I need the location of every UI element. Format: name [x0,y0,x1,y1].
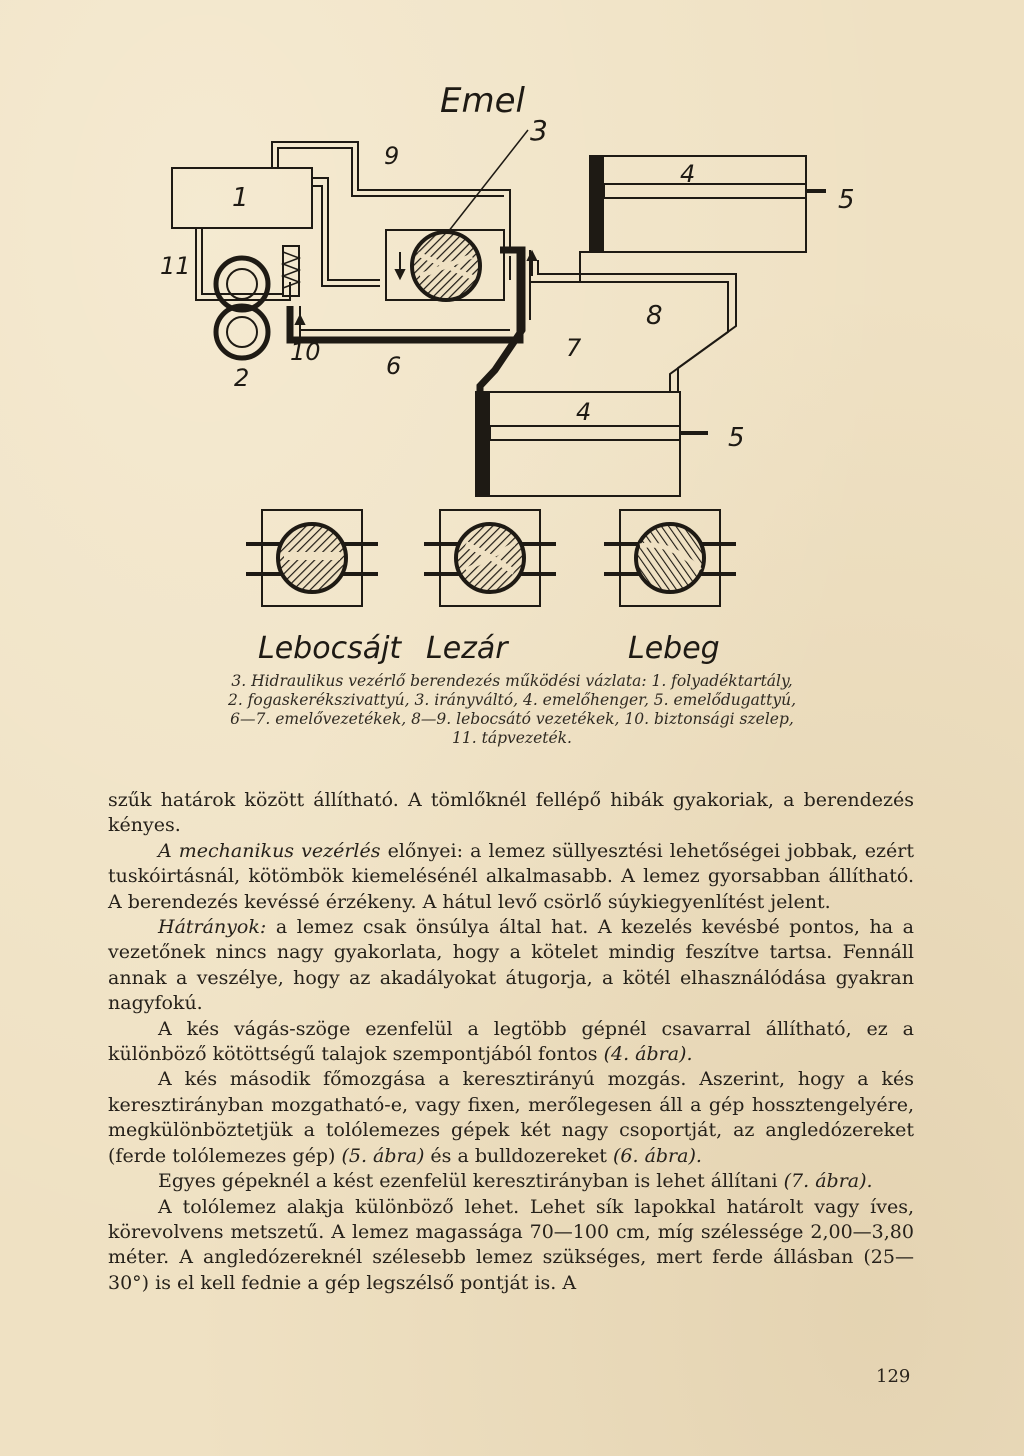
body-text: szűk határok között állítható. A tömlőkn… [108,788,914,1296]
paragraph-text: A kés második főmozgása a keresztirányú … [108,1068,914,1167]
paragraph: Egyes gépeknél a kést ezenfelül kereszti… [108,1169,914,1194]
label-5-top: 5 [838,185,855,215]
label-float: Lebeg [628,631,720,666]
figure-reference: (4. ábra). [603,1043,693,1066]
paragraph-text: A kés vágás-szöge ezenfelül a legtöbb gé… [108,1017,914,1066]
direction-valve [385,229,505,302]
paragraph: A tolólemez alakja különböző lehet. Lehe… [108,1195,914,1297]
paragraph-text: előnyei: a lemez süllyesztési lehetősége… [108,839,915,913]
page-number: 129 [876,1366,911,1387]
paragraph: Hátrányok: a lemez csak önsúlya által ha… [108,915,914,1017]
gear-pump-upper [213,255,271,313]
caption-line: 3. Hidraulikus vezérlő berendezés működé… [231,672,793,690]
label-1: 1 [232,183,249,213]
paragraph-text: Egyes gépeknél a kést ezenfelül kereszti… [158,1170,784,1193]
lift-cylinder-upper [589,155,826,253]
label-9: 9 [384,142,399,170]
label-10: 10 [290,338,321,366]
lowering-line-8 [509,251,737,392]
paragraph-text: és a bulldozereket [424,1144,613,1167]
label-8: 8 [646,301,663,331]
paragraph: A kés vágás-szöge ezenfelül a legtöbb gé… [108,1017,914,1068]
valve-position-closed [424,509,556,607]
paragraph-emphasis: A mechanikus vezérlés [158,839,381,862]
label-11: 11 [160,252,191,280]
label-3: 3 [530,114,548,147]
safety-valve [282,245,300,297]
tank [171,167,313,229]
caption-line: 11. tápvezeték. [452,729,572,747]
caption-line: 6—7. emelővezetékek, 8—9. lebocsátó veze… [230,710,794,728]
title-label: Emel [440,81,526,121]
paragraph-emphasis: Hátrányok: [158,916,267,939]
label-release: Lebocsájt [258,631,402,666]
paragraph-text: A tolólemez alakja különböző lehet. Lehe… [108,1195,914,1294]
return-line-9 [271,141,511,250]
label-5-bottom: 5 [728,423,745,453]
figure-reference: (7. ábra). [783,1170,873,1193]
supply-line [195,228,291,301]
valve-position-release [246,509,378,607]
label-6: 6 [386,352,401,380]
paragraph-text: a lemez csak önsúlya által hat. A kezelé… [108,916,914,1015]
paragraph-text: szűk határok között állítható. A tömlőkn… [108,789,914,837]
label-closed: Lezár [426,631,509,666]
label-2: 2 [234,364,249,392]
figure-caption: 3. Hidraulikus vezérlő berendezés működé… [130,672,894,748]
gear-pump-lower [213,303,271,361]
label-7: 7 [566,334,582,362]
paragraph: szűk határok között állítható. A tömlőkn… [108,788,914,839]
label-4-top: 4 [680,160,695,188]
figure-reference: (6. ábra). [612,1144,702,1167]
figure-reference: (5. ábra) [341,1144,425,1167]
hydraulic-schematic: Emel 3 9 1 4 5 11 8 10 2 6 7 4 5 Lebocsá… [160,81,855,666]
lift-cylinder-lower [475,391,708,497]
paragraph: A mechanikus vezérlés előnyei: a lemez s… [108,839,914,915]
hydraulic-diagram: Emel 3 9 1 4 5 11 8 10 2 6 7 4 5 Lebocsá… [150,70,870,670]
caption-line: 2. fogaskerékszivattyú, 3. irányváltó, 4… [227,691,797,709]
paragraph: A kés második főmozgása a keresztirányú … [108,1067,914,1169]
valve-position-float [604,509,736,607]
pressure-line-6 [286,246,524,344]
label-4-bottom: 4 [576,398,591,426]
